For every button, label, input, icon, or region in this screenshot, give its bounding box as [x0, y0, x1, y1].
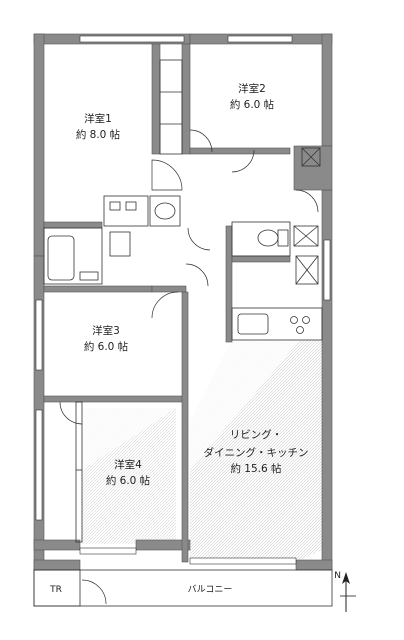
- north-label: N: [334, 571, 341, 581]
- room-ldk-area: 約 15.6 帖: [230, 462, 282, 475]
- trunk-room-label: TR: [49, 585, 62, 595]
- room-western1-area: 約 8.0 帖: [76, 128, 121, 141]
- room-western3-area: 約 6.0 帖: [84, 340, 129, 353]
- room-western4-area: 約 6.0 帖: [106, 474, 151, 487]
- kitchen-counter: [231, 307, 323, 341]
- room-western3-name: 洋室3: [92, 324, 120, 337]
- windows: [35, 35, 331, 565]
- balcony-label: バルコニー: [188, 584, 233, 595]
- room-ldk-name: リビング・: [230, 428, 283, 441]
- inner-walls: [43, 43, 333, 563]
- pipe-shafts: [295, 147, 321, 285]
- room-western2-name: 洋室2: [238, 82, 266, 95]
- bathroom: [43, 195, 181, 285]
- room-ldk-name2: ダイニング・キッチン: [204, 446, 309, 459]
- north-arrow-icon: [340, 572, 356, 612]
- toilet: [231, 221, 319, 257]
- closets: [75, 59, 183, 543]
- floor-hatching: [82, 340, 326, 560]
- room-western2-area: 約 6.0 帖: [230, 98, 275, 111]
- doors: [59, 129, 319, 605]
- room-western4-name: 洋室4: [114, 458, 142, 471]
- room-western1-name: 洋室1: [84, 112, 112, 125]
- balcony: [33, 569, 333, 607]
